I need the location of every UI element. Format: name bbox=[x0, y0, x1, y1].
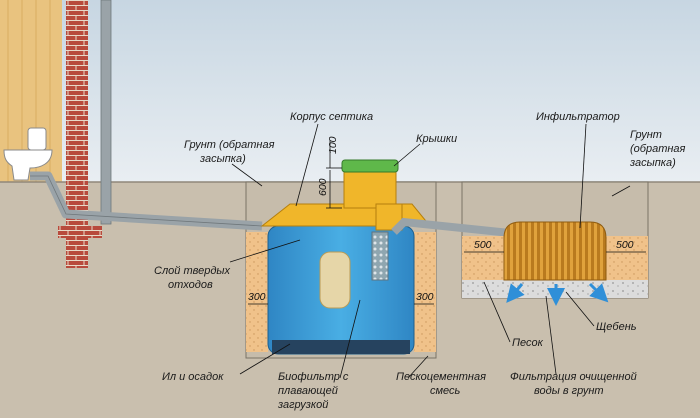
sky bbox=[0, 0, 700, 182]
label-filtration-2: воды в грунт bbox=[534, 385, 604, 397]
inner-chamber bbox=[319, 251, 351, 309]
dim-depth: 600 bbox=[317, 178, 329, 196]
label-sand: Песок bbox=[512, 337, 544, 349]
lid bbox=[341, 159, 399, 173]
outlet-pipe bbox=[391, 217, 521, 238]
label-sand-cement-1: Пескоцементная bbox=[396, 371, 486, 383]
label-soil-left-1: Грунт (обратная bbox=[184, 139, 275, 151]
label-filtration-1: Фильтрация очищенной bbox=[510, 371, 637, 383]
dim-infil-left: 500 bbox=[474, 239, 492, 251]
silt-layer bbox=[272, 340, 410, 354]
dim-infil-right: 500 bbox=[616, 239, 634, 251]
sand-cement-left bbox=[246, 232, 268, 352]
label-solid-waste-2: отходов bbox=[168, 279, 213, 291]
filtration-arrow-icon bbox=[506, 282, 609, 306]
infil-sand-right bbox=[606, 236, 648, 280]
label-solid-waste-1: Слой твердых bbox=[154, 265, 231, 277]
dim-lid-height: 100 bbox=[327, 136, 339, 154]
label-soil-right-2: (обратная bbox=[630, 143, 686, 155]
biofilter bbox=[371, 231, 389, 281]
dim-wall-right: 300 bbox=[416, 291, 434, 303]
brick-wall bbox=[66, 0, 88, 268]
label-soil-left-2: засыпка) bbox=[199, 153, 246, 165]
label-biofilter-1: Биофильтр с bbox=[278, 371, 349, 383]
label-sand-cement-2: смесь bbox=[430, 385, 461, 397]
infiltrator-body bbox=[503, 221, 607, 281]
label-biofilter-2: плавающей bbox=[278, 385, 338, 397]
label-biofilter-3: загрузкой bbox=[277, 399, 328, 411]
label-lids: Крышки bbox=[416, 133, 457, 145]
dim-wall-left: 300 bbox=[248, 291, 266, 303]
label-soil-right-1: Грунт bbox=[630, 129, 662, 141]
label-soil-right-3: засыпка) bbox=[629, 157, 676, 169]
infil-sand-left bbox=[462, 236, 504, 280]
tank-riser bbox=[343, 167, 397, 209]
vent-pipe bbox=[100, 0, 112, 225]
label-gravel: Щебень bbox=[596, 321, 637, 333]
label-silt: Ил и осадок bbox=[162, 371, 224, 383]
label-septic-body: Корпус септика bbox=[290, 111, 373, 123]
sand-cement-right bbox=[414, 232, 436, 352]
toilet-icon bbox=[3, 127, 53, 181]
label-infiltrator: Инфильтратор bbox=[536, 111, 620, 123]
